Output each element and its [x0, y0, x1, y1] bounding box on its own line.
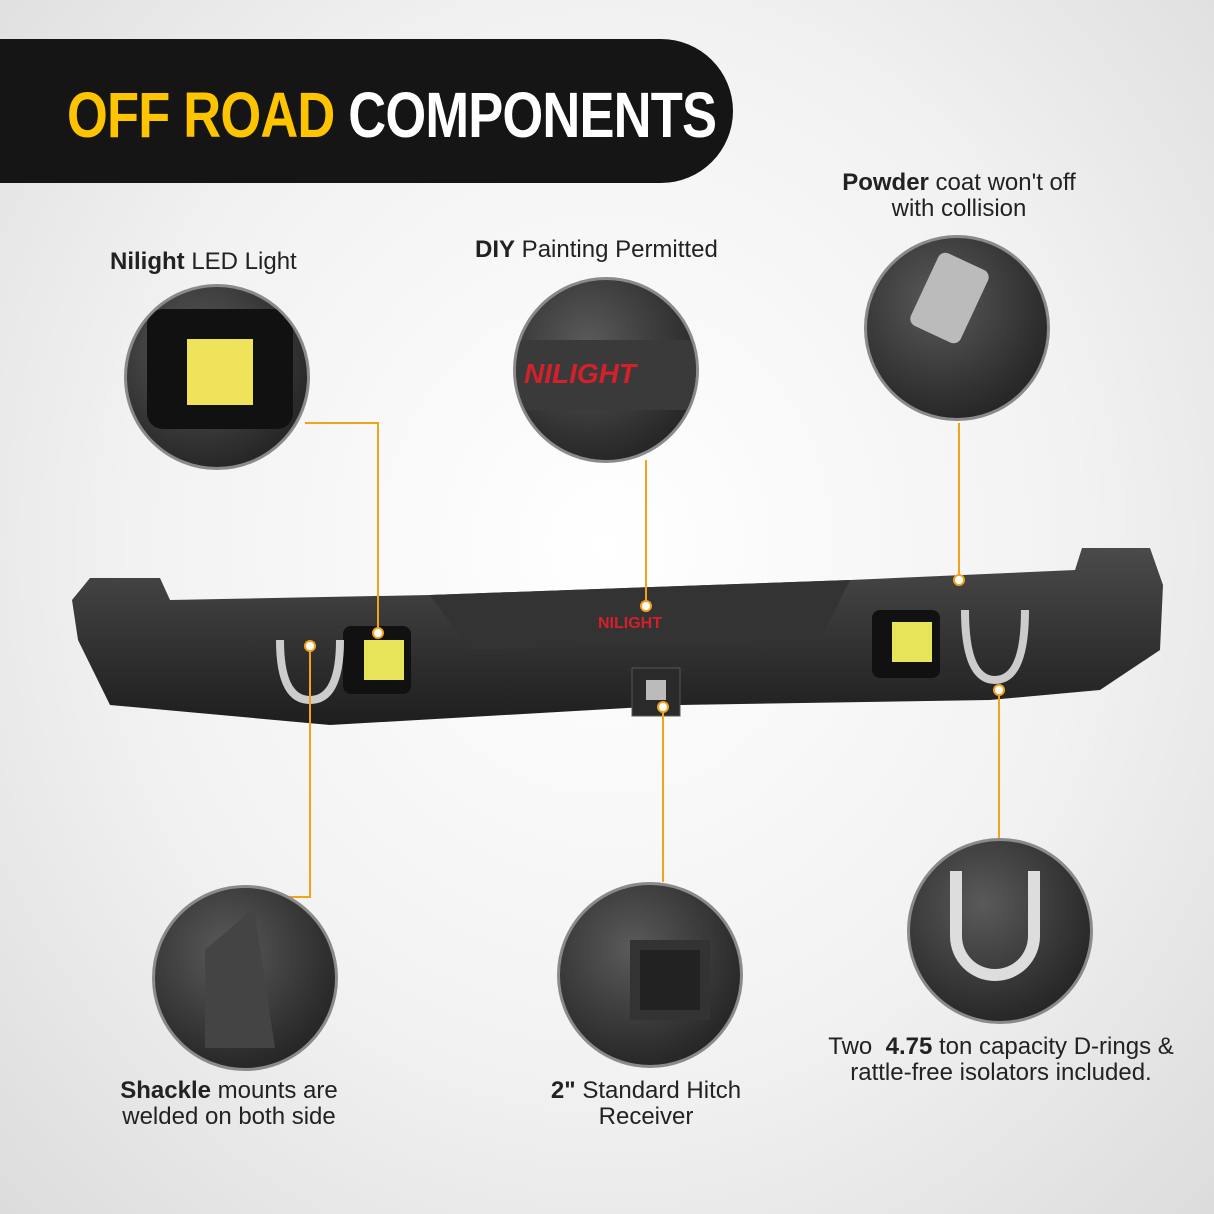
callout-dot-diy: [640, 600, 652, 612]
callout-line-shackle: [309, 645, 311, 898]
title-banner: [0, 39, 733, 183]
callout-line-hitch: [662, 707, 664, 882]
led-light-closeup: [124, 284, 310, 470]
callout-dot-powder: [953, 574, 965, 586]
brand-logo: NILIGHT: [524, 358, 636, 389]
page-title: OFF ROAD COMPONENTS: [67, 79, 717, 151]
callout-line-led: [305, 422, 379, 424]
callout-dot-dring: [993, 684, 1005, 696]
callout-dot-hitch: [657, 701, 669, 713]
caption-diy: DIY Painting Permitted: [475, 236, 718, 263]
callout-dot-shackle: [304, 640, 316, 652]
hitch-receiver-closeup: [557, 882, 743, 1068]
diy-painting-closeup: NILIGHT: [513, 277, 699, 463]
callout-line-powder: [958, 423, 960, 580]
callout-line-diy: [645, 460, 647, 606]
powder-coat-closeup: [864, 235, 1050, 421]
callout-line-led: [377, 422, 379, 632]
callout-line-shackle: [275, 896, 311, 898]
caption-led: Nilight LED Light: [110, 248, 297, 275]
callout-dot-led: [372, 627, 384, 639]
caption-dring: Two 4.75 ton capacity D-rings &rattle-fr…: [828, 1033, 1174, 1086]
callout-line-dring: [998, 690, 1000, 838]
d-ring-closeup: [907, 838, 1093, 1024]
bumper-logo: NILIGHT: [598, 615, 662, 632]
shackle-mount-closeup: [152, 885, 338, 1071]
